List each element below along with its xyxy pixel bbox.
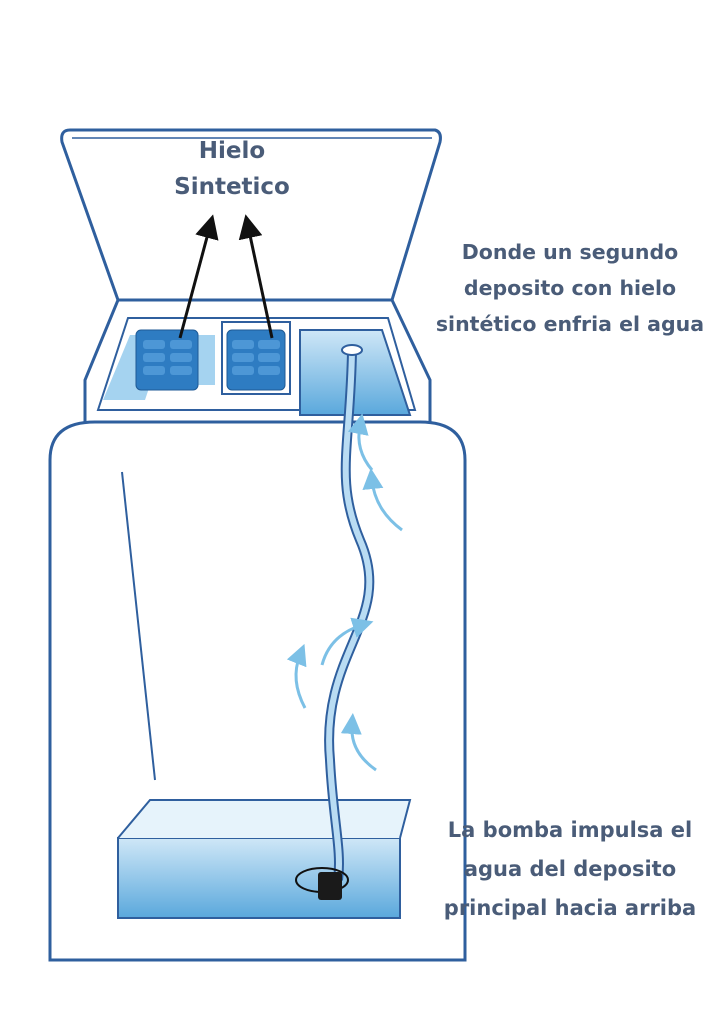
ice-label-line: Hielo [198, 138, 266, 164]
top-note: Donde un segundo deposito con hielo sint… [420, 242, 720, 350]
pointer-arrow-left [178, 214, 219, 339]
flow-arrows [286, 413, 403, 772]
bottom-note-line: La bomba impulsa el [447, 818, 693, 842]
top-note-line: sintético enfria el agua [435, 312, 705, 336]
pointer-arrow-right [238, 214, 274, 339]
ice-pack-right [226, 329, 286, 391]
bottom-note-line: agua del deposito [463, 857, 677, 881]
bottom-note: La bomba impulsa el agua del deposito pr… [420, 820, 720, 937]
top-note-line: Donde un segundo [461, 240, 679, 264]
ice-pack-left [135, 329, 199, 391]
main-reservoir [117, 837, 401, 919]
ice-label: Hielo Sintetico [132, 140, 332, 212]
top-note-line: deposito con hielo [463, 276, 677, 300]
ice-label-line: Sintetico [174, 174, 290, 200]
bottom-note-line: principal hacia arriba [443, 896, 697, 920]
pump [295, 867, 349, 900]
